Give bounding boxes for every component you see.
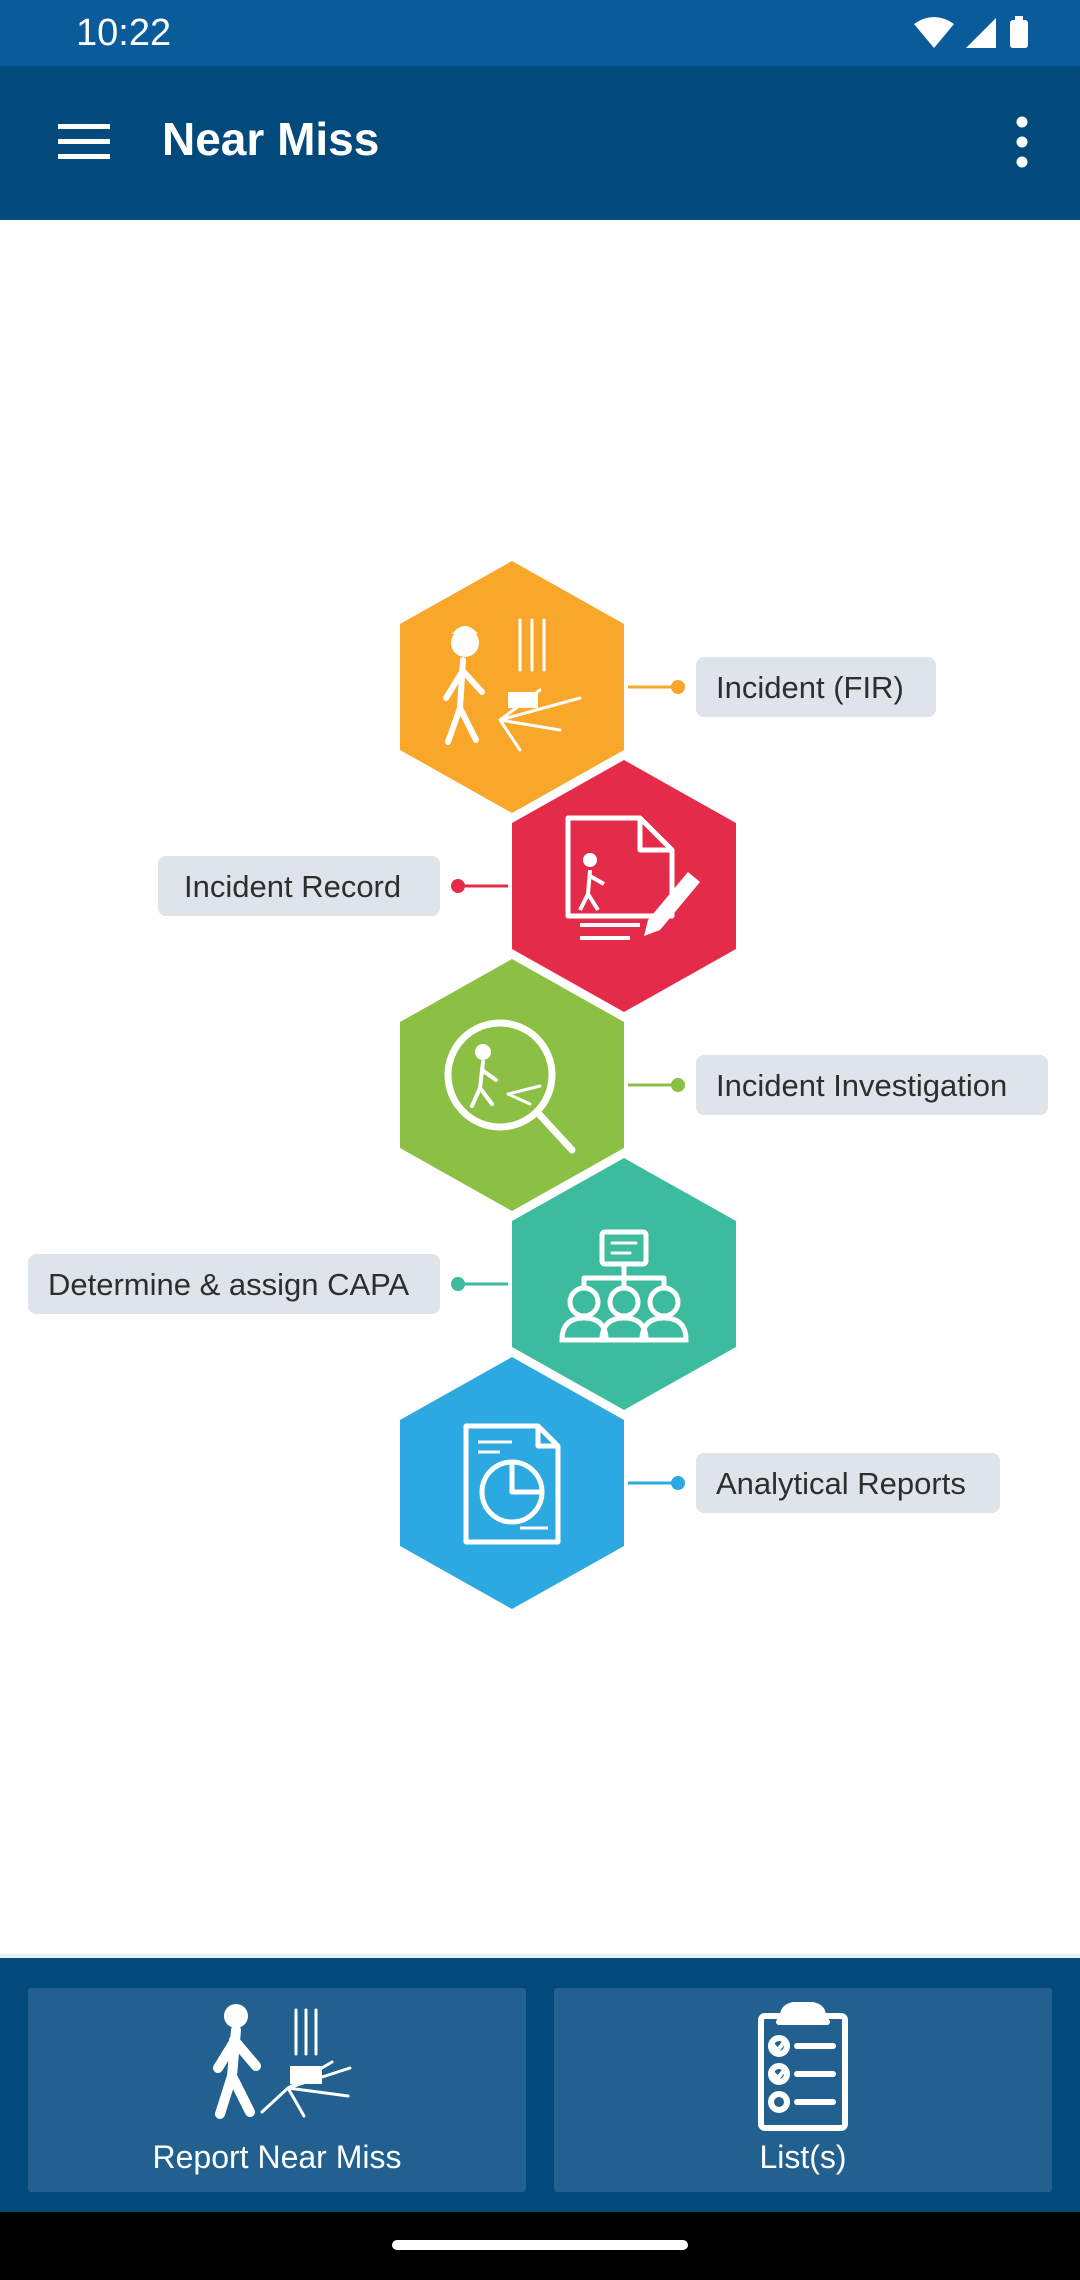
status-bar: 10:22 [0, 0, 1080, 66]
step-incident-fir: Incident (FIR) [400, 561, 936, 813]
pie-report-icon [463, 1423, 561, 1545]
hexagon-fir [400, 561, 624, 813]
clipboard-checklist-icon [758, 2002, 848, 2131]
step-label-investigation: Incident Investigation [716, 1068, 1007, 1103]
lists-button[interactable]: List(s) [554, 1988, 1052, 2192]
document-pen-icon [565, 815, 700, 940]
bottom-nav: Report Near Miss List(s) [0, 1954, 1080, 2216]
status-icons [914, 16, 1028, 48]
step-label-capa: Determine & assign CAPA [48, 1267, 410, 1302]
step-label-reports: Analytical Reports [716, 1466, 966, 1501]
hexagon-investigation [400, 959, 624, 1211]
lists-label: List(s) [759, 2139, 847, 2175]
wifi-icon [914, 17, 954, 48]
status-time: 10:22 [76, 12, 172, 54]
step-capa: Determine & assign CAPA [28, 1158, 736, 1410]
step-incident-investigation: Incident Investigation [400, 959, 1048, 1211]
report-near-miss-button[interactable]: Report Near Miss [28, 1988, 526, 2192]
main-content: Incident (FIR) Incident Record [0, 220, 1080, 1954]
hexagon-record [512, 760, 736, 1012]
signal-icon [966, 18, 996, 48]
process-infographic: Incident (FIR) Incident Record [28, 561, 1048, 1609]
team-org-chart-icon [559, 1229, 689, 1343]
worker-accident-icon [443, 618, 582, 752]
system-gesture-bar [0, 2212, 1080, 2280]
battery-icon [1010, 20, 1028, 48]
menu-icon[interactable] [52, 110, 116, 174]
page-title: Near Miss [162, 113, 380, 165]
home-gesture-handle[interactable] [392, 2240, 688, 2250]
report-near-miss-label: Report Near Miss [152, 2139, 402, 2175]
step-label-record: Incident Record [184, 869, 401, 904]
magnifier-worker-icon [444, 1019, 576, 1154]
more-options-icon[interactable] [994, 106, 1050, 178]
step-incident-record: Incident Record [158, 760, 736, 1012]
step-analytical-reports: Analytical Reports [400, 1357, 1000, 1609]
step-label-fir: Incident (FIR) [716, 670, 904, 705]
app-bar: Near Miss [0, 66, 1080, 220]
worker-accident-icon [213, 2004, 352, 2119]
